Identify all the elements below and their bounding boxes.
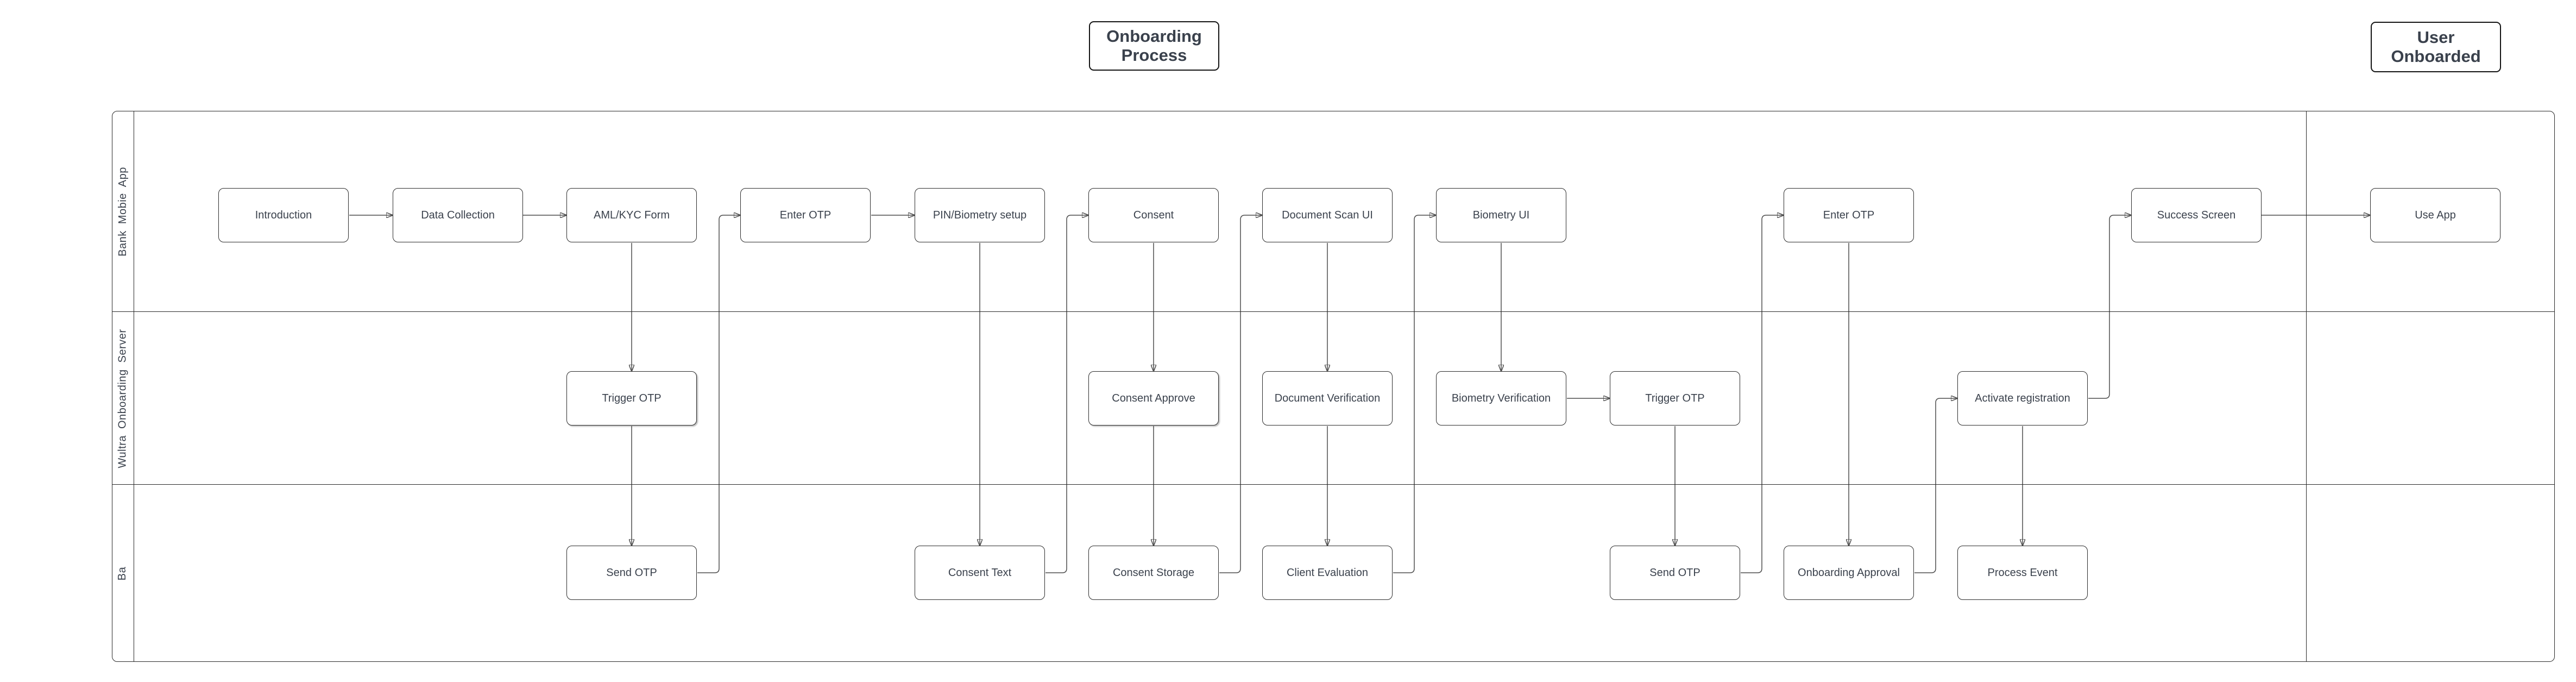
phase-title-label: User Onboarded [2391,27,2481,66]
node-label: AML/KYC Form [593,209,670,221]
node-label: Send OTP [606,566,657,579]
node-activate-registration: Activate registration [1957,371,2088,426]
node-consent-storage: Consent Storage [1088,546,1219,600]
phase-title-label: Onboarding Process [1106,26,1202,65]
phase-title-user-onboarded: User Onboarded [2371,22,2501,72]
node-label: Biometry Verification [1451,392,1551,404]
node-process-event: Process Event [1957,546,2088,600]
node-trigger-otp-2: Trigger OTP [1610,371,1740,426]
node-label: Consent [1133,209,1174,221]
node-label: Document Scan UI [1282,209,1373,221]
node-biometry-ui: Biometry UI [1436,188,1566,242]
node-label: Use App [2415,209,2456,221]
node-consent-text: Consent Text [915,546,1045,600]
lane-label-wultra-onboarding-server: Wultra Onboarding Server [112,312,134,485]
node-label: Trigger OTP [602,392,662,404]
lane-label-ba: Ba [112,485,134,662]
node-data-collection: Data Collection [393,188,523,242]
node-onboarding-approval: Onboarding Approval [1784,546,1914,600]
node-label: Trigger OTP [1645,392,1705,404]
node-label: Onboarding Approval [1798,566,1900,579]
node-label: Enter OTP [1823,209,1875,221]
node-label: Introduction [255,209,312,221]
node-label: Send OTP [1649,566,1700,579]
node-trigger-otp-1: Trigger OTP [566,371,697,426]
node-enter-otp-2: Enter OTP [1784,188,1914,242]
node-label: Enter OTP [779,209,832,221]
lane-label-text: Ba [116,566,129,580]
phase-divider [2306,111,2307,662]
lane-divider-1 [112,311,2555,312]
node-consent: Consent [1088,188,1219,242]
lane-label-bank-mobile-app: Bank Mobie App [112,111,134,312]
node-label: Process Event [1987,566,2058,579]
node-aml-kyc-form: AML/KYC Form [566,188,697,242]
node-label: Activate registration [1975,392,2070,404]
lane-label-text: Wultra Onboarding Server [116,329,129,468]
node-label: Consent Approve [1112,392,1195,404]
node-label: PIN/Biometry setup [933,209,1027,221]
node-client-evaluation: Client Evaluation [1262,546,1393,600]
lane-divider-2 [112,484,2555,485]
phase-title-onboarding-process: Onboarding Process [1089,21,1219,71]
node-pin-biometry-setup: PIN/Biometry setup [915,188,1045,242]
node-introduction: Introduction [218,188,349,242]
node-consent-approve: Consent Approve [1088,371,1219,426]
node-send-otp-2: Send OTP [1610,546,1740,600]
node-enter-otp-1: Enter OTP [740,188,871,242]
node-label: Client Evaluation [1286,566,1369,579]
node-success-screen: Success Screen [2131,188,2262,242]
node-label: Success Screen [2157,209,2236,221]
node-biometry-verification: Biometry Verification [1436,371,1566,426]
lane-label-text: Bank Mobie App [116,166,129,256]
node-label: Consent Storage [1112,566,1195,579]
node-use-app: Use App [2370,188,2501,242]
swimlane-pool [112,111,2555,662]
node-label: Biometry UI [1472,209,1530,221]
node-send-otp-1: Send OTP [566,546,697,600]
node-document-scan-ui: Document Scan UI [1262,188,1393,242]
node-document-verification: Document Verification [1262,371,1393,426]
node-label: Consent Text [948,566,1012,579]
node-label: Document Verification [1274,392,1381,404]
node-label: Data Collection [421,209,495,221]
